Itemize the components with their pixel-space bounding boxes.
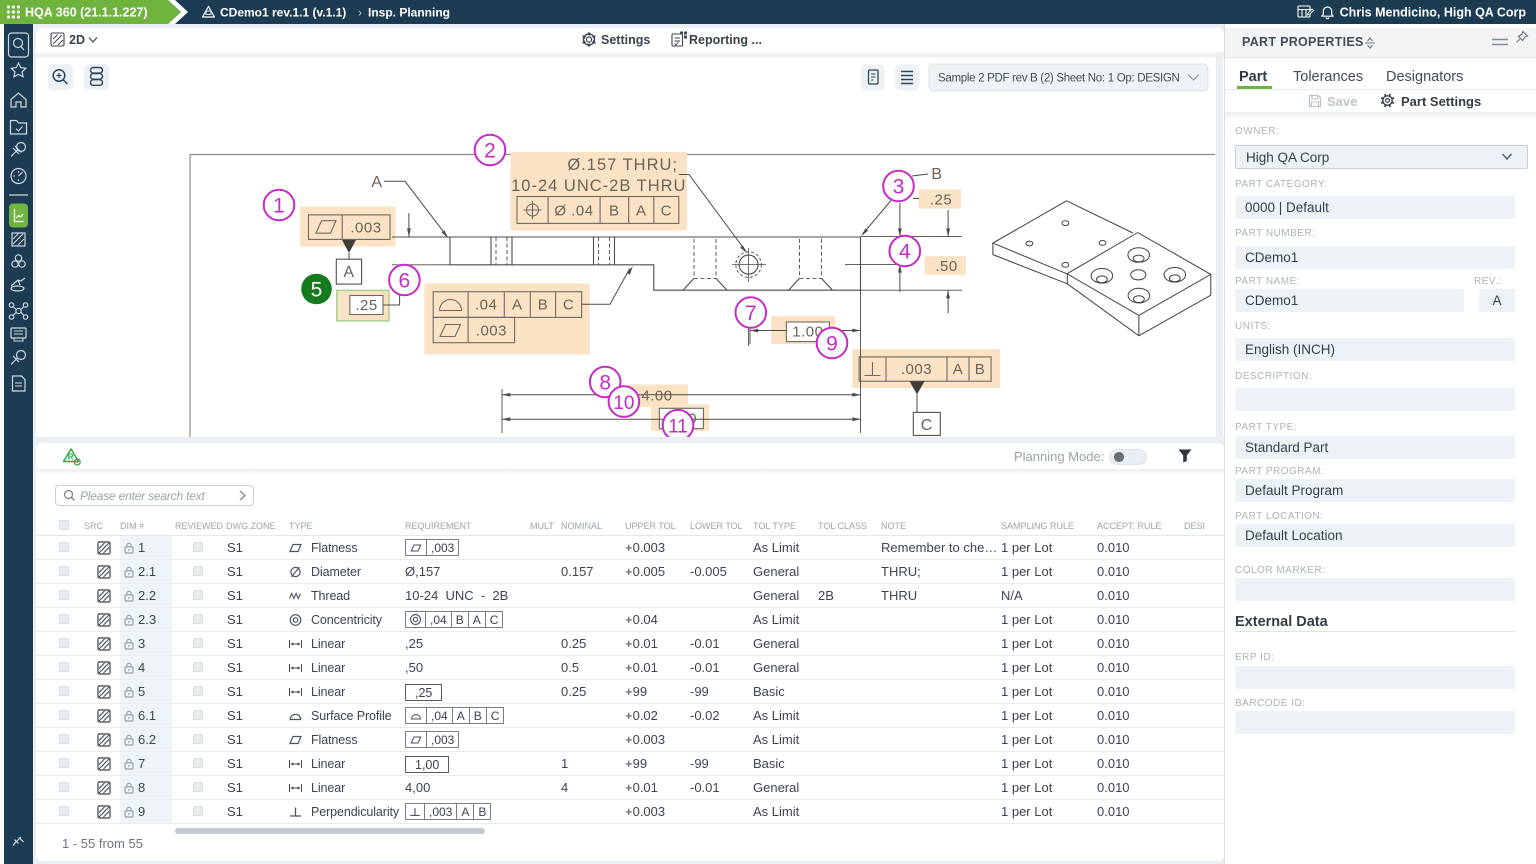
svg-text:4: 4	[899, 241, 911, 264]
svg-text:B: B	[931, 166, 942, 183]
svg-text:A: A	[636, 203, 647, 220]
svg-text:C: C	[661, 203, 672, 220]
svg-text:A: A	[343, 264, 354, 281]
svg-text:C: C	[921, 417, 933, 434]
svg-text:4.00: 4.00	[641, 388, 672, 405]
svg-text:R: R	[68, 453, 74, 462]
svg-text:.003: .003	[350, 220, 381, 237]
svg-text:3: 3	[893, 176, 905, 199]
svg-text:6: 6	[399, 270, 411, 293]
svg-text:10: 10	[613, 393, 634, 414]
svg-text:.003: .003	[476, 323, 507, 340]
svg-text:Chris Mendicino, High QA Corp: Chris Mendicino, High QA Corp	[1340, 6, 1527, 20]
svg-text:9: 9	[826, 333, 838, 356]
svg-text:1: 1	[273, 195, 285, 218]
svg-text:Settings: Settings	[601, 33, 650, 47]
svg-text:2D: 2D	[69, 33, 85, 47]
svg-text:A: A	[953, 361, 964, 378]
svg-text:5: 5	[311, 279, 323, 302]
svg-text:Sample 2 PDF rev B (2) Sheet N: Sample 2 PDF rev B (2) Sheet No: 1 Op: D…	[938, 73, 1180, 85]
svg-text:B: B	[975, 361, 986, 378]
svg-text:.25: .25	[930, 192, 952, 209]
svg-text:10-24 UNC-2B THRU: 10-24 UNC-2B THRU	[511, 177, 686, 195]
svg-text:Insp. Planning: Insp. Planning	[368, 6, 450, 20]
svg-text:Reporting ...: Reporting ...	[689, 33, 762, 47]
svg-text:7: 7	[745, 302, 757, 325]
svg-text:1.00: 1.00	[792, 324, 823, 341]
svg-text:8: 8	[599, 372, 611, 395]
svg-text:›: ›	[358, 6, 362, 20]
svg-text:A: A	[512, 297, 523, 314]
svg-text:A: A	[371, 174, 382, 191]
svg-text:B: B	[538, 297, 549, 314]
svg-text:.04: .04	[475, 297, 497, 314]
svg-text:Ø .04: Ø .04	[554, 203, 593, 220]
svg-text:CDemo1 rev.1.1 (v.1.1): CDemo1 rev.1.1 (v.1.1)	[220, 6, 346, 20]
svg-text:C: C	[563, 297, 574, 314]
svg-text:HQA 360 (21.1.1.227): HQA 360 (21.1.1.227)	[25, 6, 148, 20]
svg-text:.50: .50	[935, 258, 957, 275]
svg-text:.003: .003	[901, 361, 932, 378]
svg-text:Ø.157 THRU;: Ø.157 THRU;	[567, 156, 678, 174]
svg-text:11: 11	[668, 416, 688, 437]
svg-text:2: 2	[484, 140, 496, 163]
svg-text:.25: .25	[355, 297, 377, 314]
svg-text:B: B	[609, 203, 620, 220]
